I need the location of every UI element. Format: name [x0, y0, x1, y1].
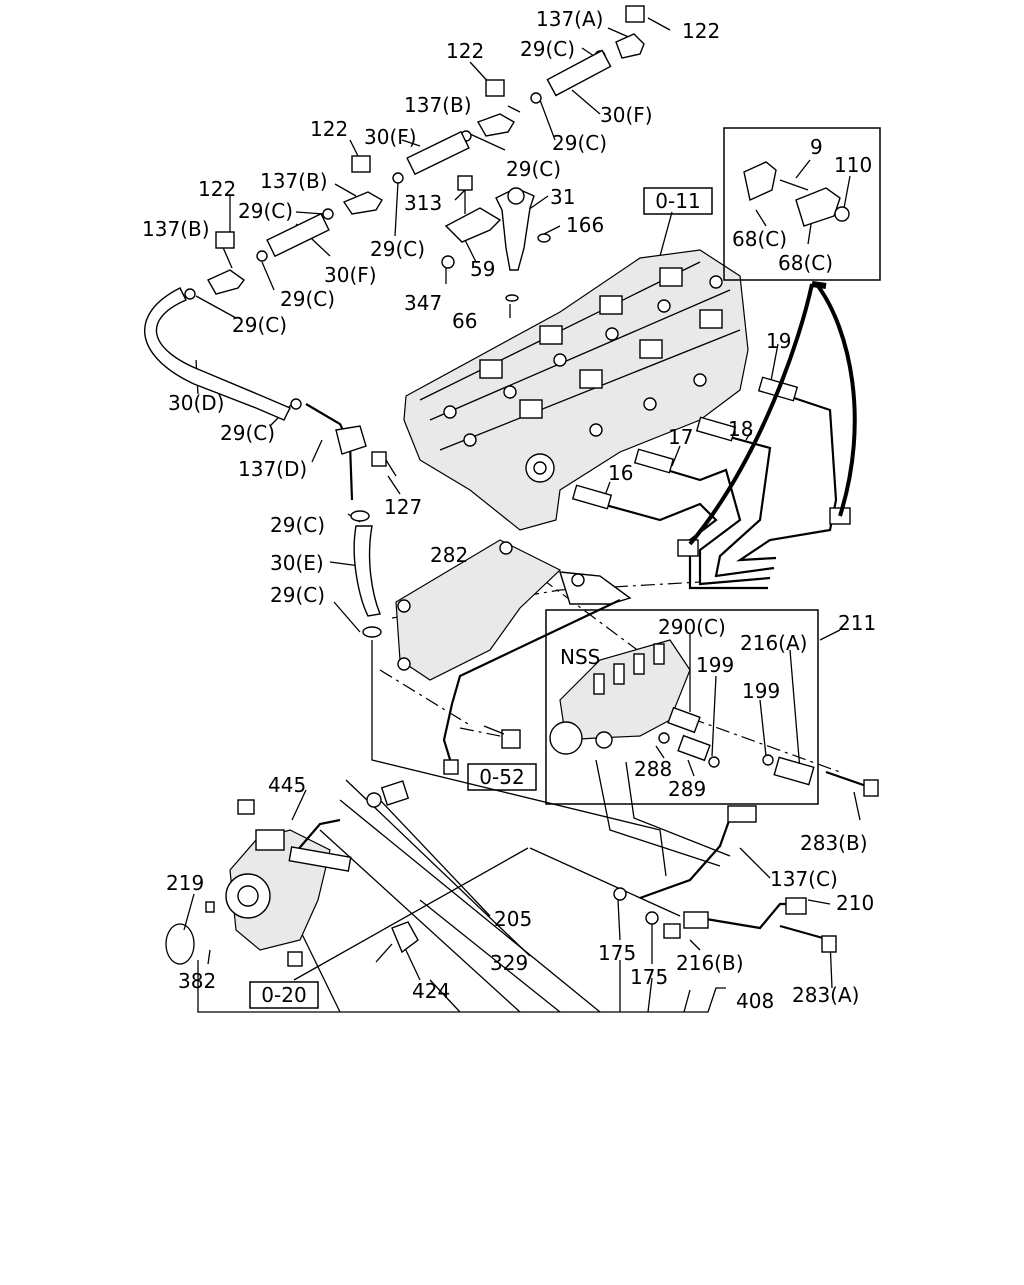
callout: 283(A): [792, 983, 859, 1007]
callout: 122: [198, 177, 236, 201]
common-rail-box: [545, 609, 879, 805]
callout: 199: [742, 679, 780, 703]
callout: 29(C): [520, 37, 575, 61]
cam-journals: [479, 267, 723, 419]
callout: 66: [452, 309, 477, 333]
callout: 216(A): [740, 631, 807, 655]
callout: 29(C): [270, 513, 325, 537]
callout: 68(C): [732, 227, 787, 251]
callout: 29(C): [280, 287, 335, 311]
callout: 29(C): [232, 313, 287, 337]
callout: 29(C): [370, 237, 425, 261]
callout: 137(D): [238, 457, 307, 481]
callout: 199: [696, 653, 734, 677]
callout: 30(F): [364, 125, 417, 149]
callout: 17: [668, 425, 693, 449]
callout-labels: 137(A) 122 122 29(C) 137(B) 30(F) 122 30…: [142, 7, 876, 1013]
callout: 19: [766, 329, 791, 353]
clamp-inset: [723, 127, 881, 281]
callout: 313: [404, 191, 442, 215]
callout: 424: [412, 979, 450, 1003]
callout: 137(A): [536, 7, 603, 31]
callout: 29(C): [270, 583, 325, 607]
ref-label: 0-20: [261, 983, 306, 1007]
callout: 29(C): [552, 131, 607, 155]
callout: 166: [566, 213, 604, 237]
callout: 137(C): [770, 867, 838, 891]
callout: 216(B): [676, 951, 744, 975]
callout: 59: [470, 257, 495, 281]
callout: 289: [668, 777, 706, 801]
cylinder-head: [403, 249, 749, 531]
callout: 9: [810, 135, 823, 159]
callout: 30(E): [270, 551, 324, 575]
callout: 29(C): [238, 199, 293, 223]
leak-off-hoses: [143, 5, 645, 638]
callout: 283(B): [800, 831, 868, 855]
callout: 16: [608, 461, 633, 485]
bracket-282: [395, 539, 632, 775]
callout: 445: [268, 773, 306, 797]
callout: 347: [404, 291, 442, 315]
callout: 205: [494, 907, 532, 931]
callout: 137(B): [260, 169, 328, 193]
callout: 137(B): [142, 217, 210, 241]
callout: 30(F): [324, 263, 377, 287]
callout: 29(C): [506, 157, 561, 181]
supply-pump: [165, 780, 419, 967]
callout: 175: [630, 965, 668, 989]
injector-assembly: [441, 175, 551, 302]
callout: 288: [634, 757, 672, 781]
injection-pipes: [571, 281, 857, 590]
leader-lines: [183, 17, 861, 1013]
callout: 29(C): [220, 421, 275, 445]
callout: 127: [384, 495, 422, 519]
callout: 329: [490, 951, 528, 975]
callout: 219: [166, 871, 204, 895]
callout: 211: [838, 611, 876, 635]
callout: 110: [834, 153, 872, 177]
head-bolt-holes: [443, 275, 723, 483]
callout: 282: [430, 543, 468, 567]
callout: 122: [310, 117, 348, 141]
callout: 31: [550, 185, 575, 209]
callout: 210: [836, 891, 874, 915]
callout: 18: [728, 417, 753, 441]
callout: 382: [178, 969, 216, 993]
ref-label: 0-11: [655, 189, 700, 213]
callout: NSS: [560, 645, 600, 669]
callout: 137(B): [404, 93, 472, 117]
callout: 290(C): [658, 615, 726, 639]
feed-pipes: [613, 805, 837, 953]
reference-boxes: 0-11 0-52 0-20: [249, 187, 713, 1009]
callout: 30(F): [600, 103, 653, 127]
callout: 175: [598, 941, 636, 965]
ref-label: 0-52: [479, 765, 524, 789]
callout: 122: [446, 39, 484, 63]
callout: 122: [682, 19, 720, 43]
callout: 408: [736, 989, 774, 1013]
callout: 68(C): [778, 251, 833, 275]
rail-outlets: [593, 643, 665, 695]
callout: 30(D): [168, 391, 224, 415]
